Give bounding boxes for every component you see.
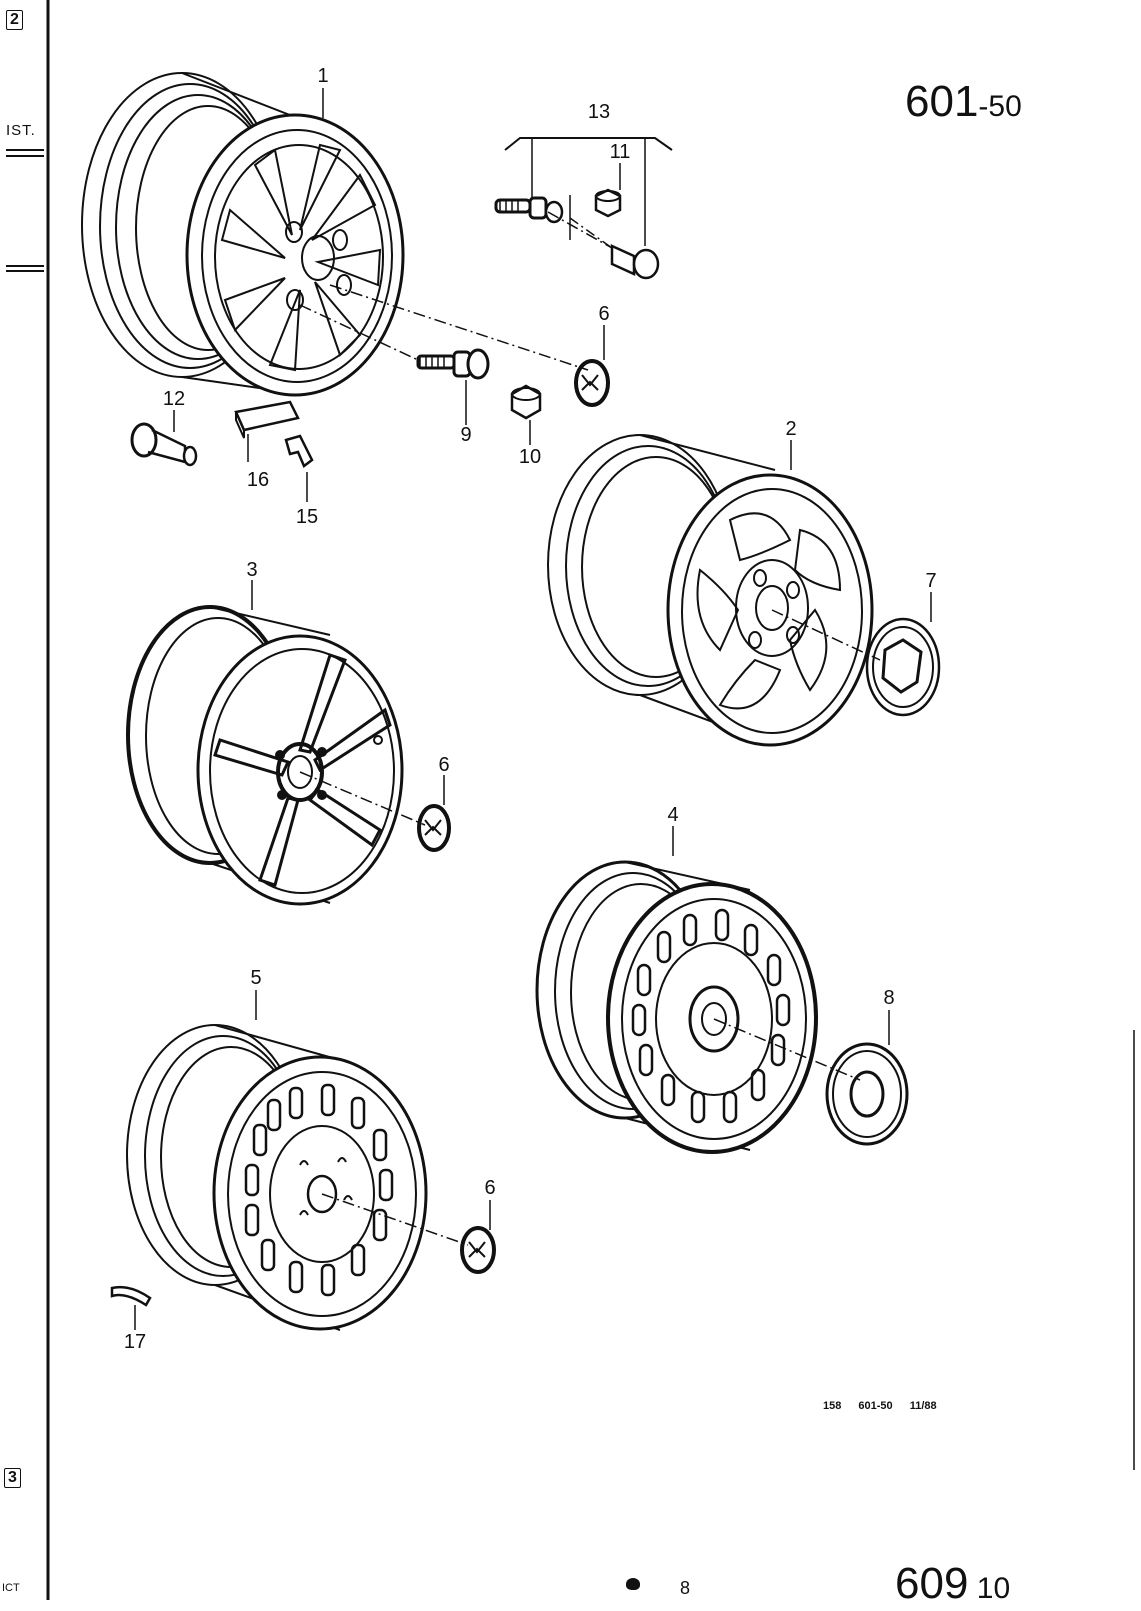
bottom-left-fragment: ICT [2,1582,20,1594]
centre-cap-6-bottom [460,1226,496,1274]
centre-cap-6-mid [417,804,451,852]
footer-logo-icon [626,1578,640,1590]
hub-cap-8 [825,1042,909,1146]
callout-3: 3 [246,559,258,581]
callout-17: 17 [123,1331,147,1353]
wheel-4 [535,860,818,1154]
group-bracket-13 [504,137,673,151]
callout-10: 10 [518,446,542,468]
callout-8: 8 [883,987,895,1009]
wheel-3 [126,605,404,906]
callout-12: 12 [162,388,186,410]
wheel-5 [126,1024,428,1331]
margin-tab-bottom: 3 [4,1468,21,1488]
footer-fragment: 8 [680,1578,691,1598]
callout-11: 11 [609,141,631,163]
reference-note: 158 601-50 11/88 [823,1400,937,1412]
locking-bolt-13 [494,196,660,280]
callout-6-middle: 6 [438,754,450,776]
callout-13: 13 [587,101,611,123]
leader-lines [134,88,932,1330]
centre-cap-6-top [574,359,610,407]
wheel-1 [81,72,405,397]
centre-cap-7 [865,617,941,717]
wheel-2 [547,434,874,747]
valve-12 [130,422,198,467]
callout-2: 2 [785,418,797,440]
page-code: 601-50 [905,77,1022,126]
callout-1: 1 [317,65,329,87]
wheel-nut-10 [510,384,542,420]
nut-11 [594,188,622,218]
callout-16: 16 [246,469,270,491]
callout-6-bottom: 6 [484,1177,496,1199]
wheel-bolt-9 [416,348,490,380]
callout-15: 15 [295,506,319,528]
callout-7: 7 [925,570,937,592]
callout-5: 5 [250,967,262,989]
callout-4: 4 [667,804,679,826]
weight-17 [110,1285,152,1307]
margin-tab-top: 2 [6,10,23,30]
margin-label: IST. [6,122,36,139]
callout-6-top: 6 [598,303,610,325]
clip-15 [284,434,314,468]
balance-weight-16 [234,400,300,432]
assembly-lines [299,211,881,1246]
callout-9: 9 [460,424,472,446]
